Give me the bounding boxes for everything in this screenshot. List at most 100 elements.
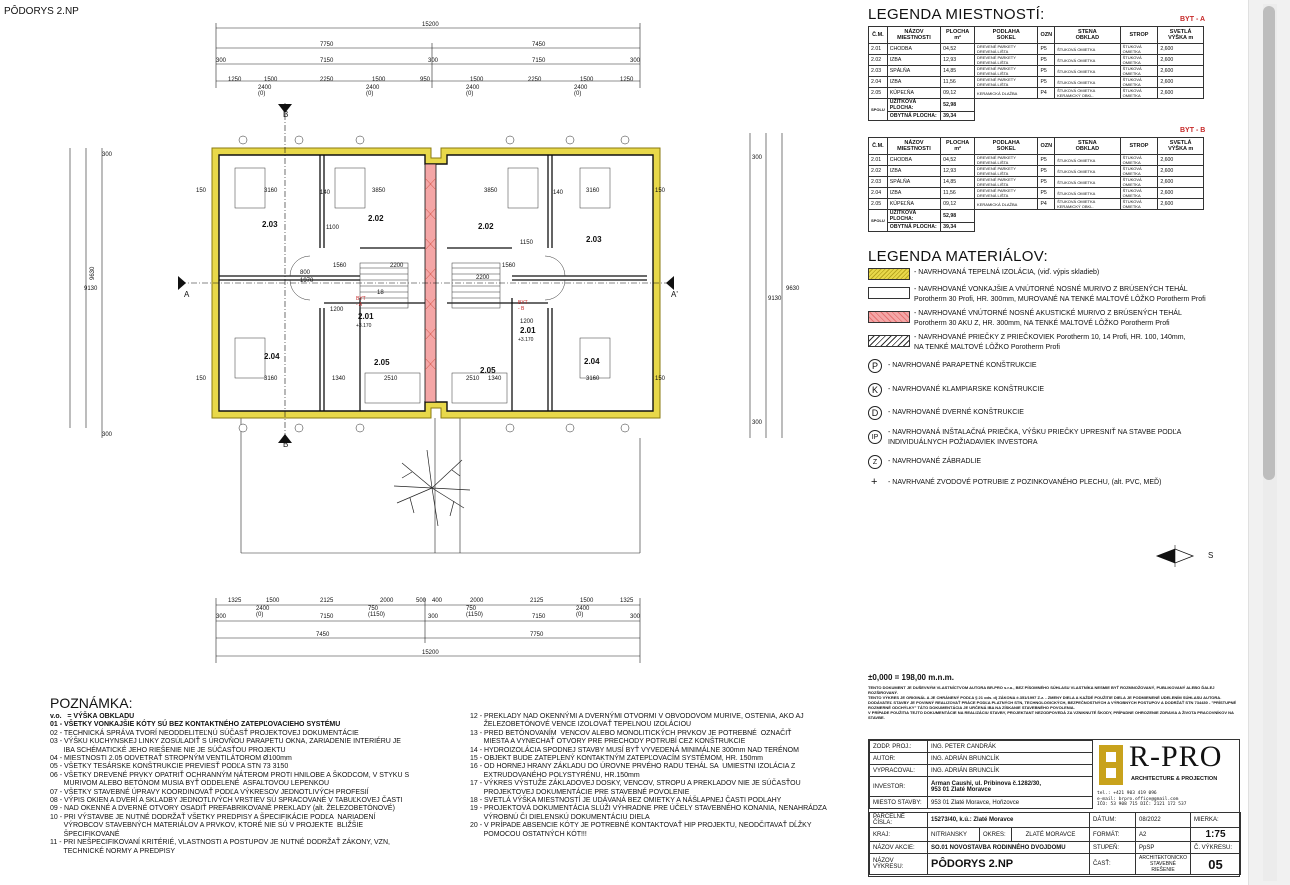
dim: 1500 <box>580 77 594 83</box>
dim: 1560 <box>333 263 347 269</box>
table-row: OBYTNÁ PLOCHA:39,34 <box>869 111 1204 121</box>
dim: 1560 <box>502 263 516 269</box>
dim: 300 <box>630 614 641 620</box>
dim: 2400 (0) <box>576 606 590 618</box>
company-logo: R-PRO ARCHITECTURE & PROJECTION <box>1095 740 1239 788</box>
dim-left: 9630 <box>90 266 96 280</box>
notes-title: POZNÁMKA: <box>50 695 133 711</box>
room-label: 2.04 <box>584 357 600 366</box>
section-mark: B <box>283 110 289 119</box>
klamp-symbol-icon: K <box>868 383 882 397</box>
floor-plan <box>69 23 783 663</box>
dim: 1340 <box>332 376 346 382</box>
logo-text: R-PRO <box>1129 740 1223 773</box>
dim: 1340 <box>488 376 502 382</box>
table-row: OBYTNÁ PLOCHA:39,34 <box>869 222 1204 232</box>
dim: 1150 <box>520 240 533 246</box>
dim: 1200 <box>520 319 534 325</box>
dim: 1500 <box>470 77 484 83</box>
room-label: 2.03 <box>262 220 278 229</box>
notes-col-2: 12 - PREKLADY NAD OKENNÝMI A DVERNÝMI OT… <box>470 713 827 838</box>
symbol-text: - NAVRHVANÉ ZVODOVÉ POTRUBIE Z POZINKOVA… <box>888 479 1162 486</box>
dim-half: 7450 <box>532 42 546 48</box>
dim: 300 <box>428 58 439 64</box>
dim-half: 7750 <box>320 42 334 48</box>
dim: 1200 <box>330 307 344 313</box>
dim: 2400 (0) <box>466 85 480 97</box>
col-area: PLOCHA m² <box>940 26 976 44</box>
dim: 2000 <box>380 598 394 604</box>
dim: 7150 <box>532 614 546 620</box>
dim: 7150 <box>320 614 334 620</box>
level-mark: +3.170 <box>518 337 534 343</box>
level-mark: +3.170 <box>356 323 372 329</box>
elevation-datum: ±0,000 = 198,00 m.n.m. <box>868 673 954 682</box>
dim: 2250 <box>528 77 542 83</box>
dim-right: 9630 <box>786 286 800 292</box>
col-name: NÁZOV MIESTNOSTI <box>886 26 942 44</box>
dim: 1325 <box>228 598 242 604</box>
dim: 2250 <box>320 77 334 83</box>
dim: 1250 <box>620 77 634 83</box>
dim: 2125 <box>530 598 544 604</box>
room-label: 2.03 <box>586 235 602 244</box>
dim-left: 300 <box>102 432 113 438</box>
symbol-text: - NAVRHOVANÁ INŠTALAČNÁ PRIEČKA, VÝŠKU P… <box>888 429 1182 446</box>
dim: 400 <box>432 598 443 604</box>
room-label: 2.01 <box>520 326 536 335</box>
scrollbar-thumb[interactable] <box>1263 6 1275 480</box>
br-logo-mark-icon <box>1099 745 1123 785</box>
dim: 1500 <box>580 598 594 604</box>
parapet-symbol-icon: P <box>868 359 882 373</box>
dim: 7150 <box>320 58 334 64</box>
dim: 1970 <box>300 278 314 284</box>
dim: 1250 <box>228 77 242 83</box>
symbol-text: - NAVRHOVANÉ PARAPETNÉ KONŠTRUKCIE <box>888 362 1037 369</box>
dim-right: 300 <box>752 420 763 426</box>
symbol-text: - NAVRHOVANÉ KLAMPIARSKE KONŠTRUKCIE <box>888 386 1045 393</box>
dim: 3850 <box>484 188 498 194</box>
dim: 2400 (0) <box>574 85 588 97</box>
vertical-scrollbar[interactable] <box>1248 0 1290 885</box>
col-height: SVETLÁ VÝŠKA m <box>1157 26 1204 44</box>
material-item: - NAVRHOVANÉ VNÚTORNÉ NOSNÉ AKUSTICKÉ MU… <box>914 310 1182 327</box>
dim: 2000 <box>470 598 484 604</box>
section-mark: A' <box>671 290 678 299</box>
disclaimers: TENTO DOKUMENT JE DUŠEVNÝM VLASTNÍCTVOM … <box>868 685 1237 720</box>
dim-half: 7750 <box>530 632 544 638</box>
section-mark: B' <box>283 440 290 449</box>
dim: 150 <box>196 376 207 382</box>
col-ozn: OZN <box>1037 26 1056 44</box>
material-item: - NAVRHOVANÉ VONKAJŠIE A VNÚTORNÉ NOSNÉ … <box>914 286 1206 303</box>
dim: 3160 <box>264 188 278 194</box>
door-symbol-icon: D <box>868 406 882 420</box>
dim: 2200 <box>390 263 404 269</box>
install-wall-symbol-icon: IP <box>868 430 882 444</box>
symbol-text: - NAVRHOVANÉ ZÁBRADLIE <box>888 458 982 465</box>
dim: 2400 (0) <box>256 606 270 618</box>
dim-right: 9130 <box>768 296 782 302</box>
dim: 300 <box>428 614 439 620</box>
dim: 2400 (0) <box>366 85 380 97</box>
dim: 2125 <box>320 598 334 604</box>
logo-subtitle: ARCHITECTURE & PROJECTION <box>1131 776 1218 782</box>
north-label: S <box>1208 551 1214 560</box>
dim: 2200 <box>476 275 490 281</box>
dim: 140 <box>553 190 564 196</box>
material-item: - NAVRHOVANÉ PRIEČKY Z PRIEČKOVIEK Porot… <box>914 334 1186 351</box>
col-ceiling: STROP <box>1119 26 1159 44</box>
dim: 3160 <box>586 376 600 382</box>
dim-half: 7450 <box>316 632 330 638</box>
